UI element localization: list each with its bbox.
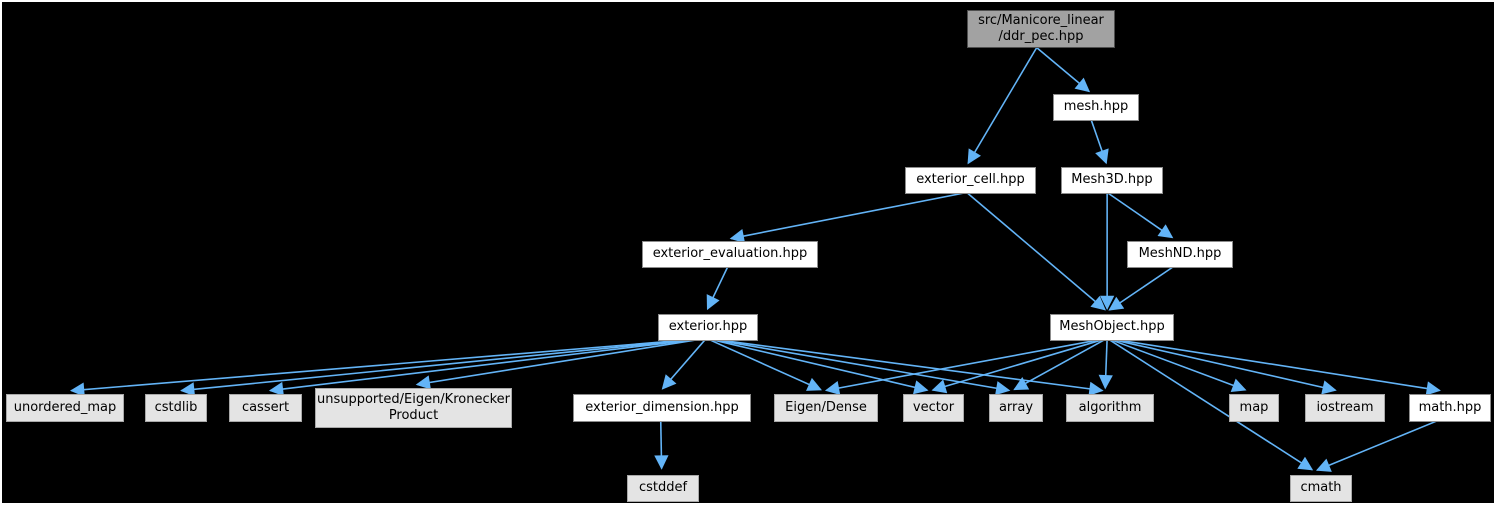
node-ddr_pec[interactable]: src/Manicore_linear /ddr_pec.hpp bbox=[967, 10, 1115, 48]
edge-meshobject-to-array bbox=[1013, 337, 1108, 391]
node-meshobject[interactable]: MeshObject.hpp bbox=[1050, 314, 1174, 341]
node-unordered_map[interactable]: unordered_map bbox=[6, 394, 124, 422]
node-exterior[interactable]: exterior.hpp bbox=[658, 314, 758, 341]
edge-meshobject-to-algorithm bbox=[1098, 338, 1113, 390]
node-cassert[interactable]: cassert bbox=[229, 394, 302, 422]
edge-meshobject-to-iostream bbox=[1106, 337, 1337, 395]
node-eigen_dense[interactable]: Eigen/Dense bbox=[774, 394, 878, 422]
edge-meshobject-to-math bbox=[1107, 337, 1441, 396]
node-array[interactable]: array bbox=[989, 394, 1043, 422]
node-algorithm[interactable]: algorithm bbox=[1066, 394, 1154, 422]
node-vector[interactable]: vector bbox=[903, 394, 964, 422]
edge-mesh3d-to-meshnd bbox=[1106, 191, 1174, 239]
edge-meshnd-to-meshobject bbox=[1108, 265, 1176, 311]
node-iostream[interactable]: iostream bbox=[1305, 394, 1385, 422]
node-exterior_evaluation[interactable]: exterior_evaluation.hpp bbox=[642, 241, 818, 268]
edge-meshobject-to-map bbox=[1106, 337, 1247, 393]
node-mesh[interactable]: mesh.hpp bbox=[1053, 94, 1139, 121]
node-cmath[interactable]: cmath bbox=[1290, 475, 1352, 502]
node-kronecker[interactable]: unsupported/Eigen/Kronecker Product bbox=[315, 388, 512, 428]
node-meshnd[interactable]: MeshND.hpp bbox=[1127, 241, 1233, 268]
edge-exterior-to-exterior_dimension bbox=[661, 337, 707, 390]
edge-exterior-to-cstdlib bbox=[180, 337, 707, 397]
edge-meshobject-to-eigen_dense bbox=[824, 337, 1108, 396]
node-cstdlib[interactable]: cstdlib bbox=[145, 394, 207, 422]
edge-exterior-to-vector bbox=[706, 337, 929, 395]
node-mesh3d[interactable]: Mesh3D.hpp bbox=[1061, 167, 1163, 194]
edge-exterior-to-unordered_map bbox=[69, 337, 707, 397]
edge-ddr_pec-to-mesh bbox=[1036, 47, 1091, 93]
edge-exterior_dimension-to-cstddef bbox=[654, 418, 669, 470]
edge-meshobject-to-cmath bbox=[1106, 337, 1314, 471]
edge-math-to-cmath bbox=[1315, 417, 1443, 472]
edge-exterior_cell-to-exterior_evaluation bbox=[729, 191, 967, 244]
edge-exterior-to-cassert bbox=[268, 337, 707, 397]
edge-mesh-to-mesh3d bbox=[1090, 119, 1109, 165]
node-cstddef[interactable]: cstddef bbox=[627, 475, 699, 502]
node-exterior_dimension[interactable]: exterior_dimension.hpp bbox=[573, 394, 751, 422]
node-exterior_cell[interactable]: exterior_cell.hpp bbox=[905, 167, 1036, 194]
edge-meshobject-to-vector bbox=[931, 337, 1108, 394]
edge-ddr_pec-to-exterior_cell bbox=[967, 47, 1038, 165]
edge-exterior-to-algorithm bbox=[706, 337, 1104, 396]
node-map[interactable]: map bbox=[1229, 394, 1279, 422]
edge-exterior_evaluation-to-exterior bbox=[706, 265, 729, 311]
node-math[interactable]: math.hpp bbox=[1409, 394, 1491, 422]
edge-exterior-to-kronecker bbox=[415, 337, 707, 390]
edge-exterior-to-eigen_dense bbox=[706, 337, 822, 391]
edge-exterior_cell-to-meshobject bbox=[966, 191, 1106, 311]
